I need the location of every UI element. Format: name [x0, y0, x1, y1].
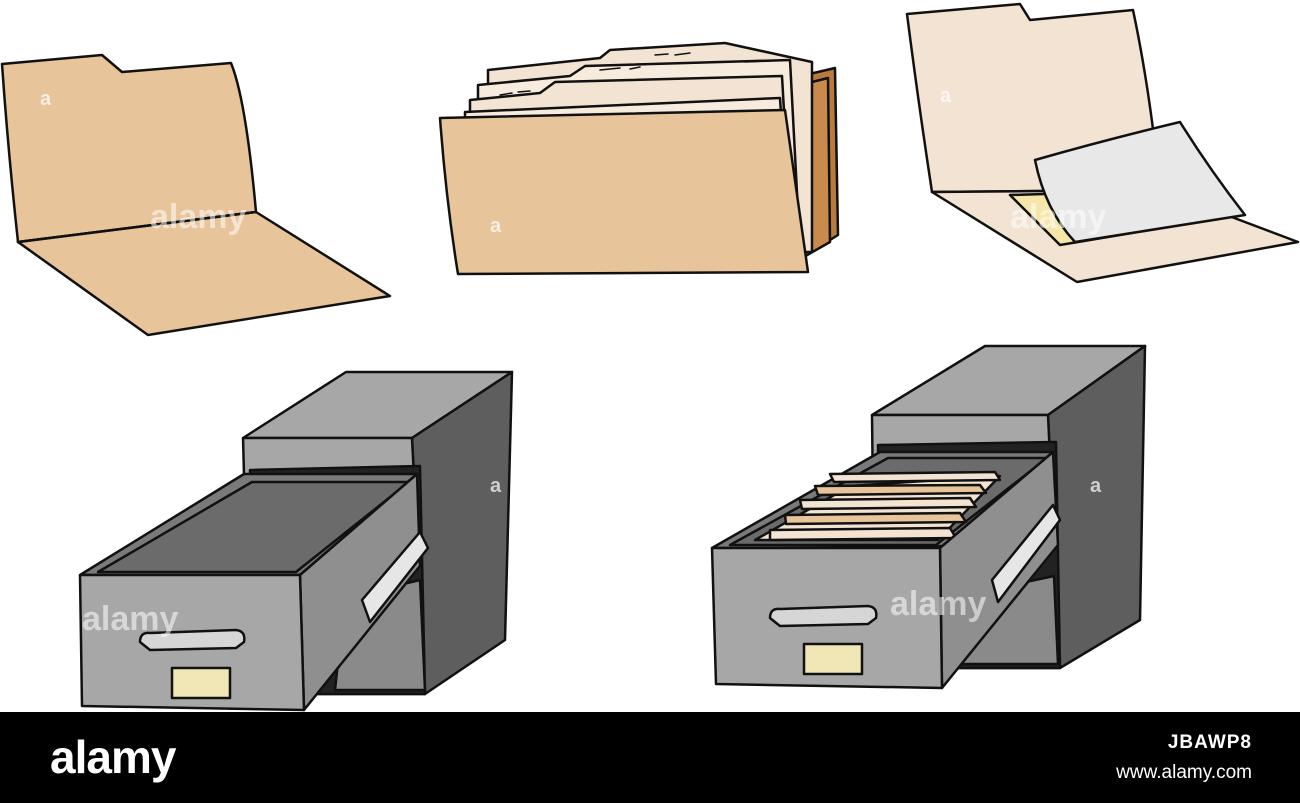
watermark-mark: a — [490, 215, 502, 237]
watermark-text: alamy — [82, 600, 178, 638]
watermark-mark: a — [1090, 475, 1102, 497]
cabinet-empty-drawer — [78, 370, 514, 712]
cabinet-drawer-with-folders — [710, 344, 1147, 690]
footer-bar: alamy JBAWP8 www.alamy.com — [0, 712, 1300, 803]
watermark-layer: alamy alamy alamy alamy a a a a a — [40, 85, 1106, 638]
footer-logo: alamy — [50, 731, 176, 783]
watermark-mark: a — [490, 475, 502, 497]
watermark-text: alamy — [150, 198, 246, 236]
image-id: JBAWP8 — [1167, 732, 1252, 753]
stuffed-folder — [438, 41, 840, 276]
folder-with-papers — [905, 2, 1300, 284]
illustration: alamy alamy alamy alamy a a a a a — [0, 2, 1300, 712]
watermark-mark: a — [40, 88, 52, 110]
watermark-text: alamy — [890, 585, 986, 623]
footer-info: JBAWP8 www.alamy.com — [1116, 732, 1252, 784]
open-empty-folder — [0, 53, 392, 337]
site-url: www.alamy.com — [1116, 762, 1252, 783]
watermark-mark: a — [940, 85, 952, 107]
watermark-text: alamy — [1010, 198, 1106, 236]
